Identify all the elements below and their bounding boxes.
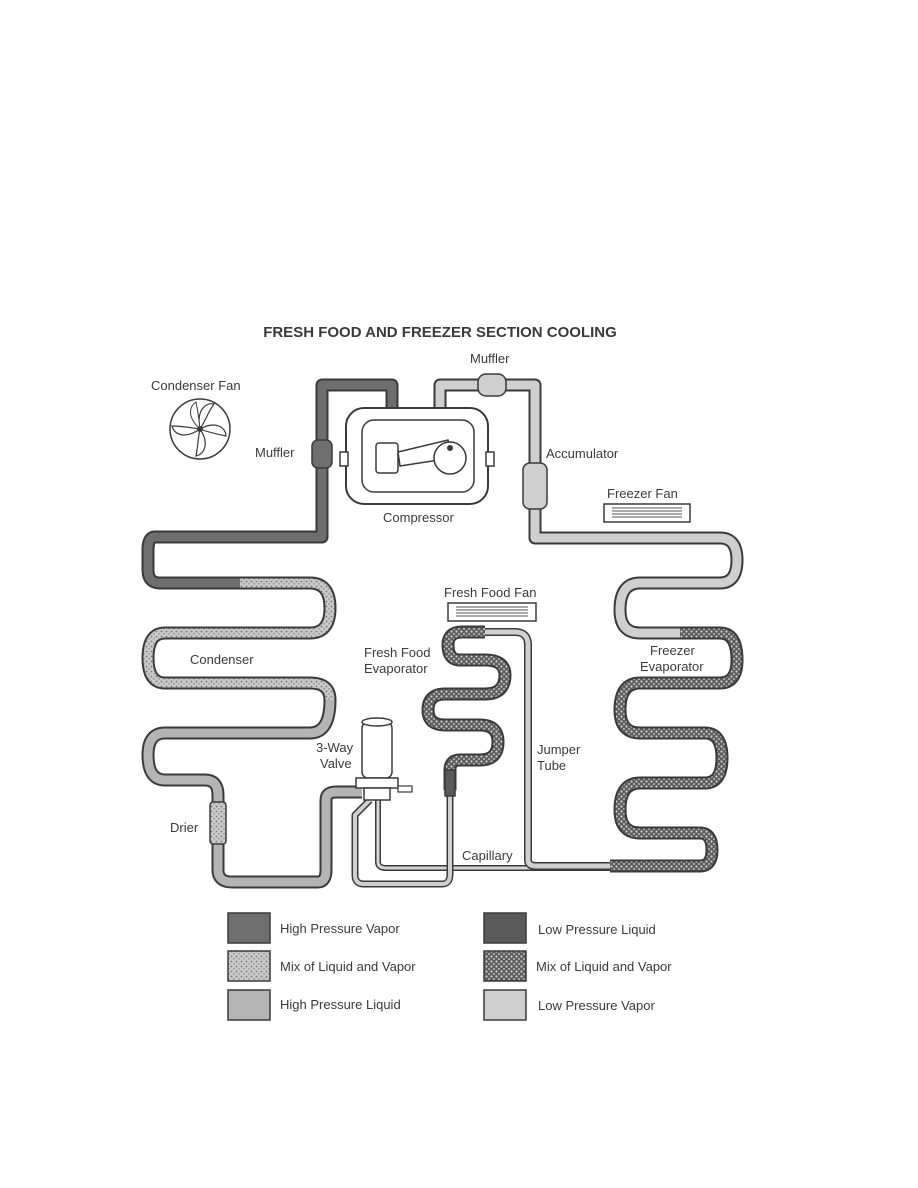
legend-label-high-pressure-liquid: High Pressure Liquid <box>280 997 401 1012</box>
freezer-evaporator-label-1: Freezer <box>650 643 695 658</box>
liquid-line-fill <box>143 699 362 887</box>
diagram-title: FRESH FOOD AND FREEZER SECTION COOLING <box>263 324 617 341</box>
piston-icon <box>375 442 399 474</box>
legend-swatch-high-pressure-liquid <box>227 989 271 1021</box>
accumulator <box>522 462 548 510</box>
freezer-evaporator-coil-fill <box>610 628 742 871</box>
muffler-discharge <box>311 439 333 469</box>
capillary-label: Capillary <box>462 848 513 863</box>
freezer-fan-label: Freezer Fan <box>607 486 678 501</box>
compressor <box>339 407 495 505</box>
legend-swatch-high-pressure-mix <box>227 950 271 982</box>
jumper-tube-label-2: Tube <box>537 758 566 773</box>
fresh-food-fan-label: Fresh Food Fan <box>444 585 537 600</box>
accumulator-label: Accumulator <box>546 446 619 461</box>
jumper-tube-label-1: Jumper <box>537 742 581 757</box>
capillary-tube-fill <box>376 800 610 870</box>
legend-label-low-pressure-vapor: Low Pressure Vapor <box>538 998 655 1013</box>
condenser-coil-fill <box>143 578 335 701</box>
three-way-valve <box>355 717 413 801</box>
legend-swatch-low-pressure-liquid <box>483 912 527 944</box>
condenser-fan-icon <box>169 398 231 460</box>
legend-label-low-pressure-mix: Mix of Liquid and Vapor <box>536 959 672 974</box>
crankshaft-icon <box>433 441 467 475</box>
legend-swatch-low-pressure-mix <box>483 950 527 982</box>
legend-swatch-low-pressure-vapor <box>483 989 527 1021</box>
jumper-tube-fill <box>485 629 610 869</box>
fresh-food-fan-icon <box>447 602 537 622</box>
legend: High Pressure Vapor Low Pressure Liquid … <box>227 912 672 1021</box>
fresh-food-feed-line-fill <box>353 790 452 886</box>
fresh-food-evaporator-coil-fill <box>423 627 510 790</box>
legend-label-high-pressure-vapor: High Pressure Vapor <box>280 921 400 936</box>
muffler-suction <box>477 373 507 397</box>
legend-swatch-high-pressure-vapor <box>227 912 271 944</box>
refrigerant-tubing <box>141 378 744 889</box>
muffler-left-label: Muffler <box>255 445 295 460</box>
freezer-evaporator-label-2: Evaporator <box>640 659 704 674</box>
discharge-line-fill <box>143 380 397 588</box>
three-way-valve-label-2: Valve <box>320 756 352 771</box>
muffler-top-label: Muffler <box>470 351 510 366</box>
fresh-food-evaporator-label-2: Evaporator <box>364 661 428 676</box>
drier-label: Drier <box>170 820 199 835</box>
drier <box>209 801 227 845</box>
compressor-label: Compressor <box>383 510 454 525</box>
legend-label-high-pressure-mix: Mix of Liquid and Vapor <box>280 959 416 974</box>
three-way-valve-label-1: 3-Way <box>316 740 354 755</box>
fresh-food-evaporator-label-1: Fresh Food <box>364 645 430 660</box>
freezer-fan-icon <box>603 503 691 523</box>
legend-label-low-pressure-liquid: Low Pressure Liquid <box>538 922 656 937</box>
condenser-fan-label: Condenser Fan <box>151 378 241 393</box>
low-pressure-liquid-segment <box>444 769 456 797</box>
condenser-label: Condenser <box>190 652 254 667</box>
